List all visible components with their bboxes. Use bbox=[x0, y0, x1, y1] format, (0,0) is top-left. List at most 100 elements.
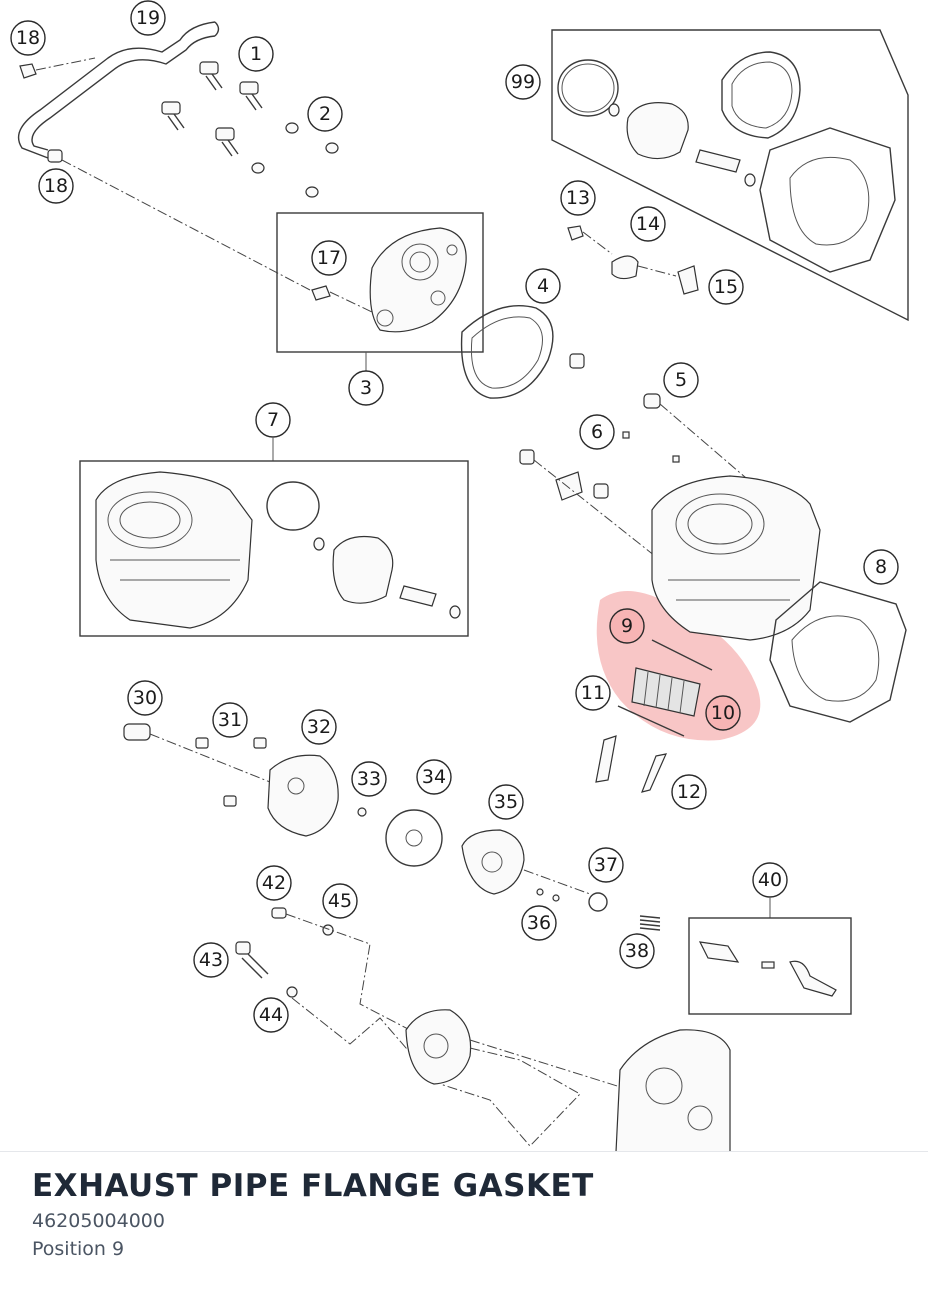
callout-10[interactable]: 10 bbox=[705, 695, 741, 731]
washer-44[interactable] bbox=[286, 986, 298, 998]
callout-31[interactable]: 31 bbox=[212, 702, 248, 738]
callout-5[interactable]: 5 bbox=[663, 362, 699, 398]
washers-2[interactable] bbox=[251, 122, 339, 198]
svg-text:10: 10 bbox=[711, 702, 735, 724]
part-position: Position 9 bbox=[32, 1238, 125, 1260]
svg-text:7: 7 bbox=[267, 409, 279, 431]
head-gasket-4[interactable] bbox=[460, 305, 554, 399]
nut-5[interactable] bbox=[643, 393, 661, 409]
svg-text:9: 9 bbox=[621, 615, 633, 637]
callout-9[interactable]: 9 bbox=[609, 608, 645, 644]
callout-38[interactable]: 38 bbox=[619, 933, 655, 969]
svg-text:17: 17 bbox=[317, 247, 341, 269]
callout-2[interactable]: 2 bbox=[307, 96, 343, 132]
cylinder-head-part[interactable] bbox=[369, 227, 467, 333]
callout-35[interactable]: 35 bbox=[488, 784, 524, 820]
callout-34[interactable]: 34 bbox=[416, 759, 452, 795]
svg-text:36: 36 bbox=[527, 912, 551, 934]
svg-text:33: 33 bbox=[357, 768, 381, 790]
callout-12[interactable]: 12 bbox=[671, 774, 707, 810]
svg-text:19: 19 bbox=[136, 7, 160, 29]
washer-33[interactable] bbox=[357, 807, 367, 817]
svg-text:18: 18 bbox=[16, 27, 40, 49]
callout-36[interactable]: 36 bbox=[521, 905, 557, 941]
screw-42[interactable] bbox=[271, 907, 287, 919]
reed-valve-10-part[interactable] bbox=[631, 667, 701, 717]
nut-part[interactable] bbox=[569, 353, 585, 369]
crankcase-part[interactable] bbox=[615, 1029, 731, 1152]
svg-text:4: 4 bbox=[537, 275, 549, 297]
callout-4[interactable]: 4 bbox=[525, 268, 561, 304]
svg-text:44: 44 bbox=[259, 1004, 283, 1026]
svg-text:13: 13 bbox=[566, 187, 590, 209]
gasket-9-part[interactable] bbox=[651, 639, 713, 671]
callout-45[interactable]: 45 bbox=[322, 883, 358, 919]
dowel-6[interactable] bbox=[622, 431, 680, 463]
bolt-43[interactable] bbox=[235, 941, 269, 979]
callout-43[interactable]: 43 bbox=[193, 942, 229, 978]
callout-15[interactable]: 15 bbox=[708, 269, 744, 305]
plug-30[interactable] bbox=[123, 723, 151, 741]
exhaust-control-40[interactable] bbox=[698, 941, 837, 997]
box-cylinder-assembly bbox=[79, 460, 469, 637]
o-ring-37[interactable] bbox=[588, 892, 608, 912]
callout-30[interactable]: 30 bbox=[127, 680, 163, 716]
svg-text:15: 15 bbox=[714, 276, 738, 298]
exploded-parts-diagram[interactable]: 18 19 1 2 18 17 3 4 13 14 15 99 5 6 7 8 … bbox=[0, 0, 928, 1152]
studs-12[interactable] bbox=[595, 735, 668, 793]
cylinder-assembly-7[interactable] bbox=[95, 471, 461, 629]
gasket-11-part[interactable] bbox=[617, 705, 685, 737]
screw-13[interactable] bbox=[567, 225, 584, 241]
callout-3[interactable]: 3 bbox=[348, 370, 384, 406]
callout-18-bottom[interactable]: 18 bbox=[38, 168, 74, 204]
callout-42[interactable]: 42 bbox=[256, 865, 292, 901]
svg-text:37: 37 bbox=[594, 854, 618, 876]
callout-32[interactable]: 32 bbox=[301, 709, 337, 745]
part-number: 46205004000 bbox=[32, 1210, 165, 1232]
bolts-1[interactable] bbox=[161, 61, 263, 157]
spring-38[interactable] bbox=[639, 915, 661, 931]
cylinder-part[interactable] bbox=[651, 475, 821, 641]
callout-99[interactable]: 99 bbox=[505, 64, 541, 100]
svg-text:14: 14 bbox=[636, 213, 660, 235]
svg-text:35: 35 bbox=[494, 791, 518, 813]
callout-6[interactable]: 6 bbox=[579, 414, 615, 450]
callout-37[interactable]: 37 bbox=[588, 847, 624, 883]
svg-text:5: 5 bbox=[675, 369, 687, 391]
base-gasket-8[interactable] bbox=[769, 581, 907, 723]
bolts-31[interactable] bbox=[195, 737, 267, 807]
callout-11[interactable]: 11 bbox=[575, 675, 611, 711]
pump-assembled-part[interactable] bbox=[405, 1009, 472, 1085]
svg-text:31: 31 bbox=[218, 709, 242, 731]
cover-32[interactable] bbox=[267, 754, 339, 837]
box-exhaust-control bbox=[688, 917, 852, 1015]
kit-contents-99[interactable] bbox=[557, 51, 896, 273]
svg-text:40: 40 bbox=[758, 869, 782, 891]
plate-15[interactable] bbox=[677, 265, 699, 295]
box-gasket-kit bbox=[551, 29, 909, 322]
callout-44[interactable]: 44 bbox=[253, 997, 289, 1033]
callout-33[interactable]: 33 bbox=[351, 761, 387, 797]
callout-17[interactable]: 17 bbox=[311, 240, 347, 276]
svg-text:30: 30 bbox=[133, 687, 157, 709]
pump-housing-35[interactable] bbox=[461, 829, 525, 895]
lever-14[interactable] bbox=[611, 255, 639, 280]
callout-8[interactable]: 8 bbox=[863, 549, 899, 585]
stud-bracket-part[interactable] bbox=[519, 449, 609, 501]
callout-14[interactable]: 14 bbox=[630, 206, 666, 242]
callout-19[interactable]: 19 bbox=[130, 0, 166, 36]
o-rings-36[interactable] bbox=[536, 888, 560, 902]
hose-clip-18-bottom[interactable] bbox=[47, 149, 63, 163]
callout-18-top[interactable]: 18 bbox=[10, 20, 46, 56]
hose-clip-18-top[interactable] bbox=[19, 63, 37, 79]
svg-text:99: 99 bbox=[511, 71, 535, 93]
hose-19-part[interactable] bbox=[17, 21, 220, 159]
callout-13[interactable]: 13 bbox=[560, 180, 596, 216]
spark-plug-17[interactable] bbox=[311, 285, 331, 301]
gasket-34[interactable] bbox=[385, 809, 443, 867]
svg-text:6: 6 bbox=[591, 421, 603, 443]
callout-1[interactable]: 1 bbox=[238, 36, 274, 72]
callout-40[interactable]: 40 bbox=[752, 862, 788, 898]
callout-7[interactable]: 7 bbox=[255, 402, 291, 438]
washer-45[interactable] bbox=[322, 924, 334, 936]
